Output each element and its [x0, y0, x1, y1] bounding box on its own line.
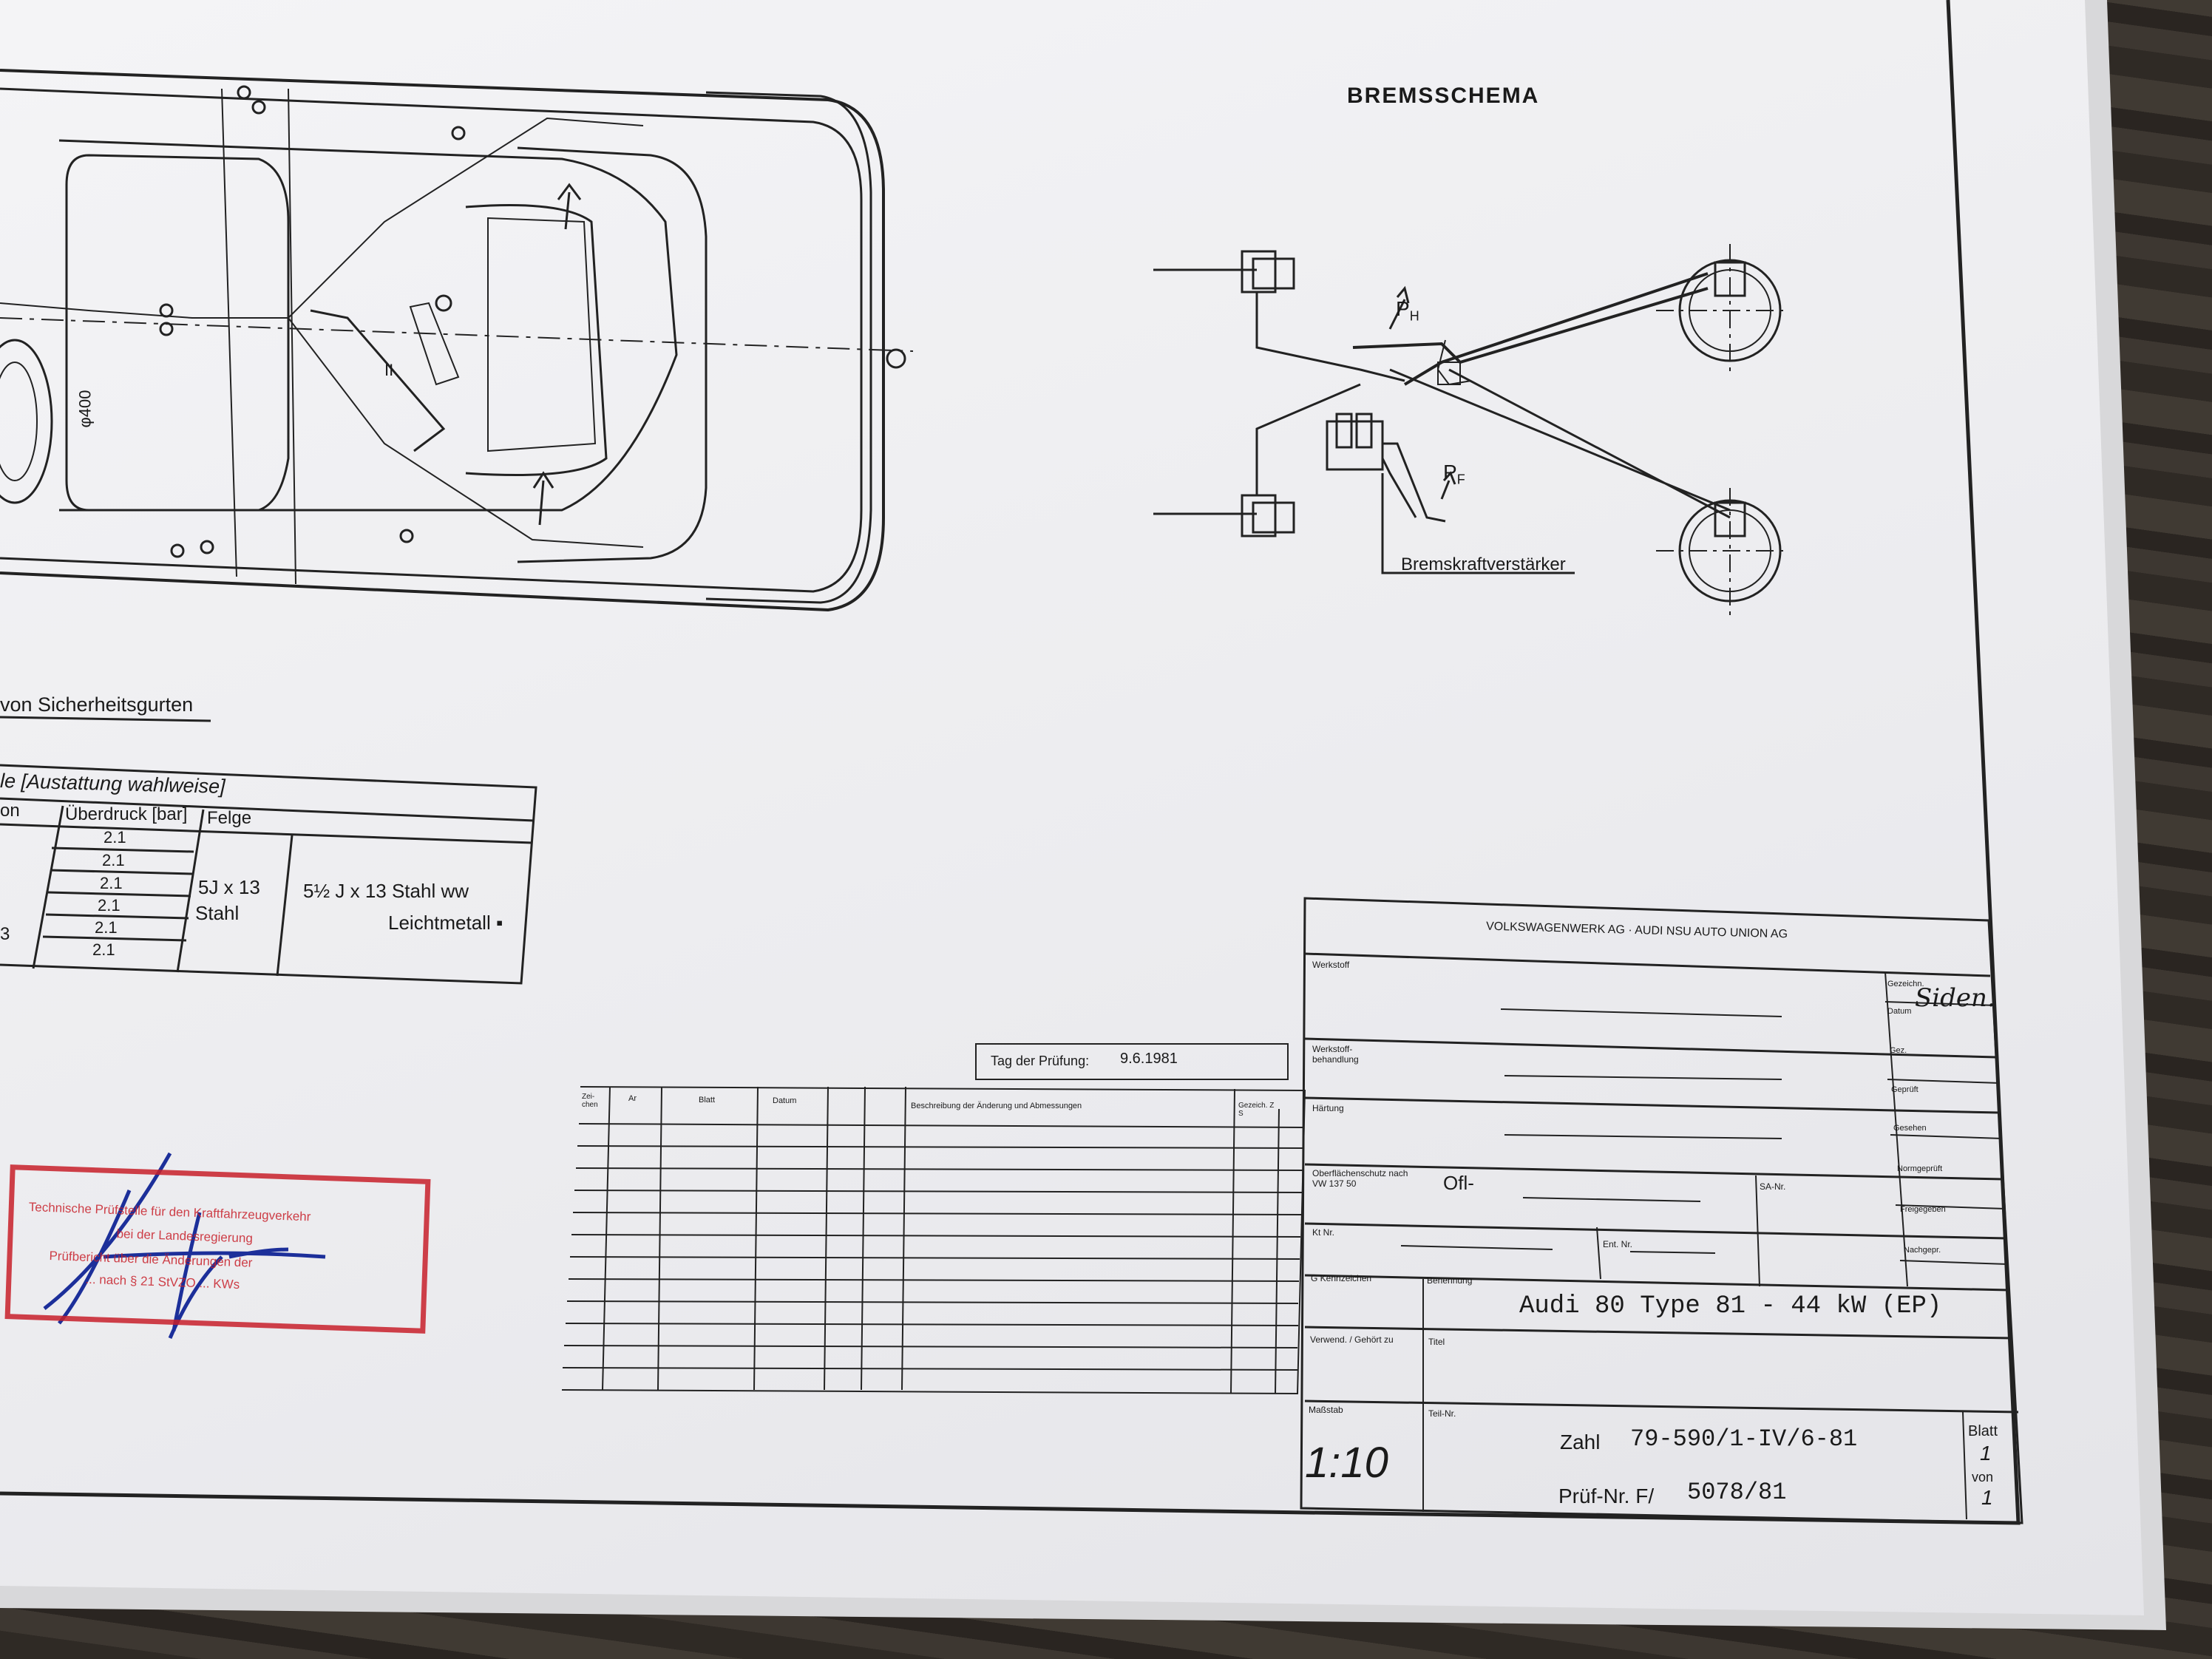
- tire-table-col-left: on: [0, 801, 20, 821]
- stamp-line-1: Technische Prüfstelle für den Kraftfahrz…: [28, 1200, 311, 1224]
- tire-pressure-6: 2.1: [92, 940, 115, 959]
- stamp-line-3: Prüfbericht über die Änderungen der: [49, 1249, 253, 1270]
- change-col-ar: Ar: [628, 1094, 637, 1103]
- belts-caption: von Sicherheitsgurten: [0, 693, 194, 716]
- field-haertung: Härtung: [1312, 1103, 1344, 1113]
- field-sa-nr: SA-Nr.: [1760, 1181, 1786, 1192]
- drawing-title: BREMSSCHEMA: [1347, 84, 1540, 108]
- field-zahl-label: Zahl: [1560, 1431, 1601, 1453]
- field-werkstoff: Werkstoff: [1312, 960, 1350, 970]
- field-von-label: von: [1972, 1470, 1994, 1485]
- change-record-grid: [561, 1086, 1306, 1395]
- field-kt-nr: Kt Nr.: [1312, 1227, 1335, 1238]
- field-oberflaeche-value: Ofl-: [1443, 1172, 1474, 1194]
- side-field-geprueft: Geprüft: [1891, 1085, 1918, 1094]
- tire-table-col-pressure: Überdruck [bar]: [65, 804, 188, 824]
- vehicle-designation: Audi 80 Type 81 - 44 kW (EP): [1519, 1292, 1942, 1320]
- tire-pressure-4: 2.1: [98, 896, 121, 915]
- change-col-description: Beschreibung der Änderung und Abmessunge…: [911, 1102, 1082, 1110]
- tire-pressure-3: 2.1: [100, 874, 123, 892]
- inspection-stamp: Technische Prüfstelle für den Kraftfahrz…: [4, 1164, 431, 1334]
- field-teil-nr: Teil-Nr.: [1428, 1408, 1456, 1419]
- field-pruef-value: 5078/81: [1687, 1479, 1787, 1506]
- field-oberflaeche: Oberflächenschutz nach VW 137 50: [1312, 1168, 1408, 1189]
- inspection-date: 9.6.1981: [1120, 1051, 1178, 1067]
- front-brake-pressure-label: PF: [1443, 461, 1465, 487]
- inspection-label: Tag der Prüfung:: [991, 1054, 1090, 1068]
- side-field-gez: Gez.: [1890, 1046, 1907, 1055]
- field-kennzeichen: G Kennzeichen: [1311, 1273, 1372, 1283]
- car-top-view-diagram: [0, 69, 914, 612]
- tire-pressure-1: 2.1: [104, 828, 126, 847]
- field-blatt-label: Blatt: [1968, 1423, 1998, 1439]
- field-behandlung: Werkstoff-behandlung: [1312, 1044, 1359, 1065]
- tire-table-left-fragment: 3: [0, 924, 10, 944]
- field-massstab-label: Maßstab: [1309, 1405, 1343, 1415]
- field-verwend: Verwend. / Gehört zu: [1310, 1334, 1394, 1345]
- field-zahl-value: 79-590/1-IV/6-81: [1630, 1425, 1858, 1453]
- field-benennung: Benennung: [1427, 1275, 1473, 1286]
- field-titel: Titel: [1428, 1337, 1445, 1347]
- field-blatt-value: 1: [1980, 1442, 1992, 1465]
- side-field-gezeichnet: Gezeichn.: [1887, 980, 1924, 988]
- stamp-line-4: ... nach § 21 StVZO ... KWs: [85, 1272, 240, 1292]
- tire-pressure-2: 2.1: [102, 851, 125, 869]
- rim-standard-size: 5J x 13: [198, 876, 260, 898]
- stamp-line-2: bei der Landesregierung: [116, 1227, 254, 1246]
- rear-brake-pressure-label: PH: [1396, 297, 1419, 324]
- change-col-zeichen: Zei-chen: [582, 1093, 598, 1109]
- field-von-value: 1: [1981, 1486, 1993, 1509]
- brake-booster-label: Bremskraftverstärker: [1401, 554, 1566, 574]
- drawing-sheet: [0, 0, 2144, 1615]
- tire-table-col-rim: Felge: [207, 808, 252, 828]
- field-massstab-value: 1:10: [1305, 1439, 1388, 1487]
- side-field-nachgeprueft: Nachgepr.: [1904, 1246, 1941, 1255]
- brake-schematic-diagram: [1153, 244, 1789, 617]
- title-block-grid: [1300, 897, 2023, 1524]
- side-field-freigegeben: Freigegeben: [1900, 1205, 1946, 1214]
- rim-standard-material: Stahl: [195, 902, 240, 924]
- rim-optional-material: Leichtmetall ▪: [388, 912, 503, 934]
- field-ent-nr: Ent. Nr.: [1603, 1239, 1633, 1249]
- tire-table-grid: [0, 764, 537, 985]
- change-col-blatt: Blatt: [699, 1096, 716, 1105]
- side-field-datum: Datum: [1887, 1007, 1912, 1016]
- side-field-gesehen: Gesehen: [1893, 1124, 1927, 1133]
- drafter-signature: Siden.: [1915, 983, 1995, 1013]
- field-pruef-label: Prüf-Nr. F/: [1558, 1485, 1655, 1507]
- inspection-date-box: [975, 1043, 1289, 1080]
- tire-pressure-5: 2.1: [95, 918, 118, 937]
- car-dimension-label: φ400: [75, 390, 95, 428]
- signature-scribble: [43, 1152, 326, 1339]
- rim-optional-size: 5½ J x 13 Stahl ww: [303, 880, 469, 902]
- side-field-normgeprueft: Normgeprüft: [1897, 1164, 1943, 1173]
- car-section-label: II: [384, 361, 394, 379]
- change-col-datum: Datum: [773, 1096, 797, 1105]
- change-col-gezeichnet: Gezeich. Z S: [1238, 1102, 1275, 1118]
